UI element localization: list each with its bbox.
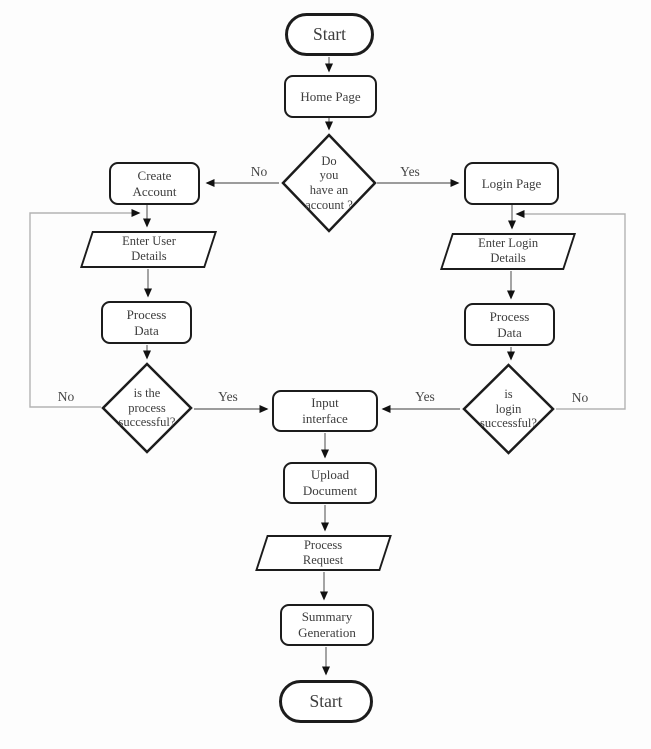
node-upload-document-label: Upload Document bbox=[302, 467, 358, 498]
node-start-end-label: Start bbox=[309, 690, 343, 711]
node-enter-user-details-label: Enter User Details bbox=[121, 234, 176, 264]
node-create-account-label: Create Account bbox=[132, 167, 177, 199]
node-decision-have-account: Do you have an account ? bbox=[281, 133, 377, 233]
node-enter-user-details: Enter User Details bbox=[79, 231, 218, 268]
node-decision-process-successful: is the process successful? bbox=[101, 362, 193, 454]
node-process-request: Process Request bbox=[255, 535, 392, 571]
node-home-page-label: Home Page bbox=[300, 88, 361, 104]
node-start: Start bbox=[285, 13, 374, 56]
node-decision-login-successful: is login successful? bbox=[462, 363, 555, 455]
node-login-page: Login Page bbox=[464, 162, 559, 205]
node-input-interface: Input interface bbox=[272, 390, 378, 432]
edge-label-account-yes: Yes bbox=[400, 164, 420, 179]
edge-label-account-no: No bbox=[250, 164, 268, 179]
edge-label-login-no: No bbox=[571, 390, 589, 405]
edge-label-process-yes: Yes bbox=[218, 389, 238, 404]
diamond-shape bbox=[101, 362, 193, 454]
node-summary-generation: Summary Generation bbox=[280, 604, 374, 646]
node-process-data-right: Process Data bbox=[464, 303, 555, 346]
node-input-interface-label: Input interface bbox=[302, 395, 348, 426]
node-decision-have-account-label: Do you have an account ? bbox=[305, 153, 353, 212]
node-start-label: Start bbox=[312, 23, 347, 44]
node-process-request-label: Process Request bbox=[303, 537, 344, 567]
diamond-shape bbox=[281, 133, 377, 233]
node-summary-generation-label: Summary Generation bbox=[298, 609, 356, 640]
node-process-data-left: Process Data bbox=[101, 301, 192, 344]
edge-label-login-yes: Yes bbox=[415, 389, 435, 404]
node-decision-process-successful-label: is the process successful? bbox=[118, 385, 176, 430]
node-login-page-label: Login Page bbox=[481, 175, 542, 191]
node-decision-login-successful-label: is login successful? bbox=[480, 386, 537, 431]
node-create-account: Create Account bbox=[109, 162, 200, 205]
node-home-page: Home Page bbox=[284, 75, 377, 118]
node-process-data-right-label: Process Data bbox=[489, 308, 530, 340]
node-start-end: Start bbox=[279, 680, 373, 723]
node-enter-login-details-label: Enter Login Details bbox=[477, 236, 539, 266]
node-upload-document: Upload Document bbox=[283, 462, 377, 504]
node-enter-login-details: Enter Login Details bbox=[439, 233, 577, 270]
node-process-data-left-label: Process Data bbox=[126, 306, 167, 338]
edge-label-process-no: No bbox=[57, 389, 75, 404]
diamond-shape bbox=[462, 363, 555, 455]
